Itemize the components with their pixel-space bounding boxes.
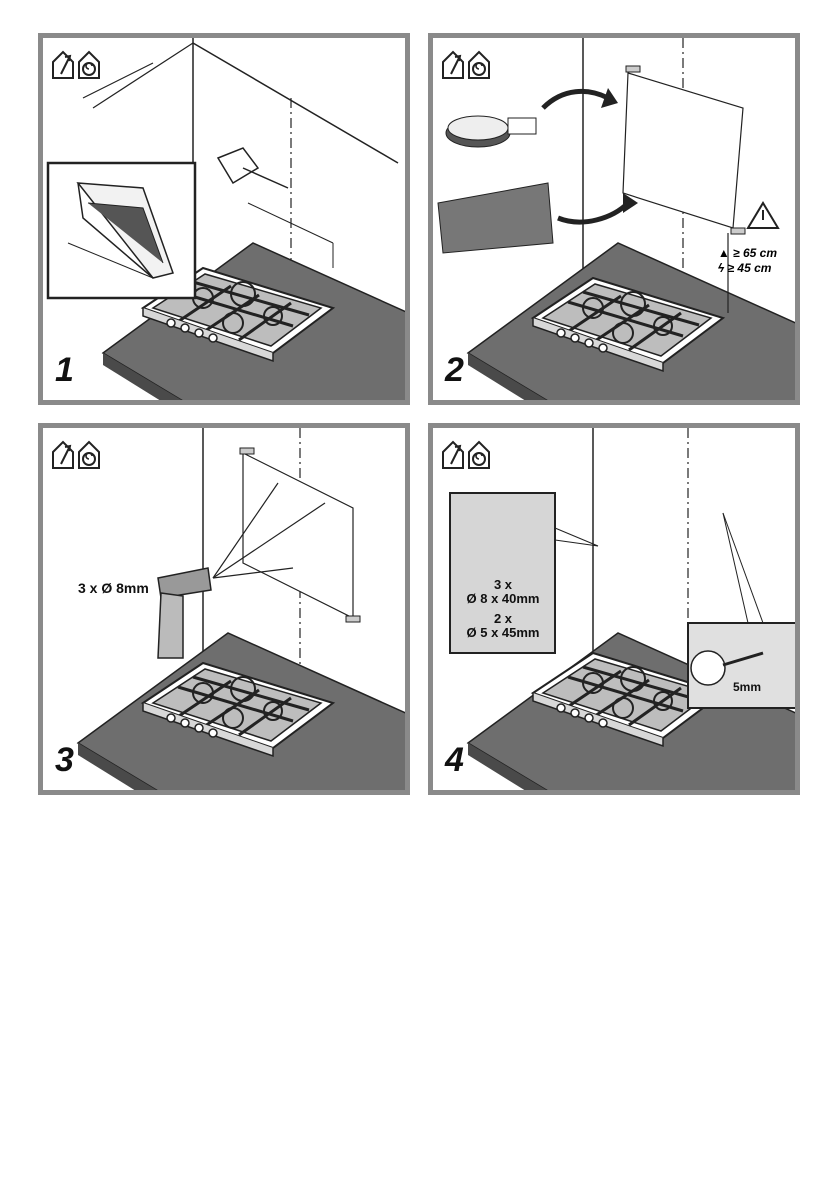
clearance-dimensions: ▲ ≥ 65 cm ϟ ≥ 45 cm: [718, 246, 777, 276]
screw-size: Ø 5 x 45mm: [466, 625, 540, 640]
house-pair-icon: [442, 441, 490, 469]
fixings-box: 3 x Ø 8 x 40mm 2 x Ø 5 x 45mm: [455, 578, 551, 640]
house-pair-icon: [52, 441, 100, 469]
house-pair-icon: [442, 51, 490, 79]
step-number: 3: [55, 741, 74, 779]
step-number: 4: [445, 741, 464, 779]
step-number: 2: [445, 351, 464, 389]
gap-label: 5mm: [733, 680, 762, 694]
clearance-electric-label: ϟ ≥ 45 cm: [717, 261, 772, 275]
step-4-panel: 3 x Ø 8 x 40mm 2 x Ø 5 x 45mm 5mm 4: [428, 423, 800, 795]
step-1-panel: 1: [38, 33, 410, 405]
clearance-gas-label: ▲ ≥ 65 cm: [717, 246, 777, 260]
plug-size: Ø 8 x 40mm: [466, 591, 540, 606]
house-pair-icon: [52, 51, 100, 79]
plug-count: 3 x: [493, 577, 513, 592]
clearance-gas-value: ≥ 65 cm: [733, 246, 777, 260]
step-3-panel: 3 x Ø 8mm 3: [38, 423, 410, 795]
step-number: 1: [55, 351, 74, 389]
screw-count: 2 x: [493, 611, 513, 626]
drill-label: 3 x Ø 8mm: [78, 580, 149, 596]
clearance-electric-value: ≥ 45 cm: [727, 261, 772, 275]
step-2-panel: ▲ ≥ 65 cm ϟ ≥ 45 cm 2: [428, 33, 800, 405]
